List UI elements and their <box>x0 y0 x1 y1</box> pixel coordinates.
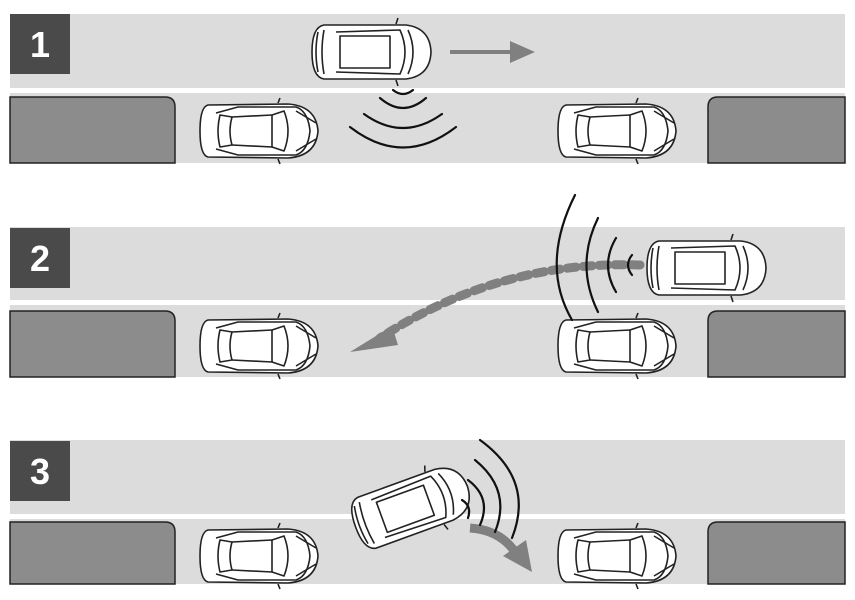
lane-line <box>10 88 845 93</box>
moving-car <box>311 17 432 87</box>
parked-car <box>199 312 319 380</box>
panel-step-3: 3 <box>9 438 846 590</box>
moving-car <box>646 233 767 303</box>
parked-car <box>557 312 677 380</box>
dotted-path <box>375 260 645 343</box>
parked-car <box>557 522 677 590</box>
panel-step-1: 1 <box>9 14 846 165</box>
sensor-waves <box>348 88 458 149</box>
parked-car <box>557 97 677 165</box>
direction-arrow <box>450 41 535 63</box>
parking-block-left <box>9 521 176 585</box>
parking-block-right <box>707 96 846 164</box>
lane-line <box>10 300 845 305</box>
step-badge <box>10 14 70 74</box>
parking-block-right <box>707 310 846 378</box>
parked-car <box>199 522 319 590</box>
step-number: 3 <box>30 451 50 492</box>
sensor-waves <box>555 193 634 322</box>
parking-block-left <box>9 310 176 378</box>
parked-car <box>199 97 319 165</box>
parking-block-left <box>9 96 176 164</box>
step-badge <box>10 441 70 501</box>
parking-block-right <box>707 521 846 585</box>
step-number: 1 <box>30 24 50 65</box>
step-badge <box>10 228 70 288</box>
curved-arrow <box>469 523 519 555</box>
panel-step-2: 2 <box>9 193 846 380</box>
direction-arrow <box>350 326 398 352</box>
step-number: 2 <box>30 238 50 279</box>
direction-arrow-head <box>503 540 532 572</box>
sensor-waves <box>460 438 520 540</box>
